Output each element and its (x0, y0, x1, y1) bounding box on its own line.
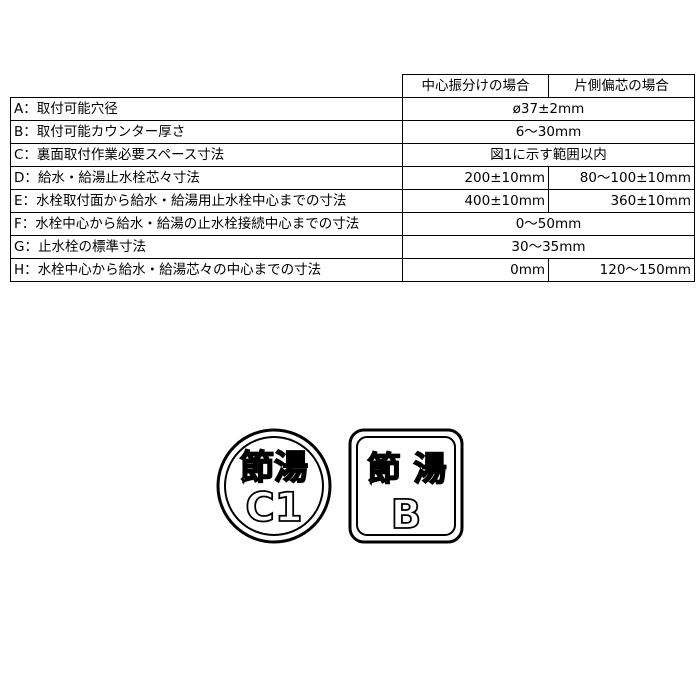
row-value-side: 120～150mm (548, 258, 695, 282)
row-b: B：取付可能カウンター厚さ 6～30mm (10, 120, 695, 144)
badge-c1-grade: C1 (245, 485, 302, 531)
row-value: 図1に示す範囲以内 (402, 143, 695, 167)
badge-c1-kanji: 節湯 (240, 448, 308, 488)
badge-b-kanji-yu: 湯 (414, 449, 447, 488)
row-value-side: 80～100±10mm (548, 166, 695, 190)
row-label: D：給水・給湯止水栓芯々寸法 (10, 166, 403, 190)
header-center: 中心振分けの場合 (402, 74, 549, 98)
badge-b-grade: B (391, 492, 422, 538)
row-label: H：水栓中心から給水・給湯芯々の中心までの寸法 (10, 258, 403, 282)
row-value-side: 360±10mm (548, 189, 695, 213)
row-h: H：水栓中心から給水・給湯芯々の中心までの寸法 0mm 120～150mm (10, 258, 695, 282)
row-label: E：水栓取付面から給水・給湯用止水栓中心までの寸法 (10, 189, 403, 213)
row-value-center: 400±10mm (402, 189, 549, 213)
header-row: 中心振分けの場合 片側偏芯の場合 (11, 74, 695, 98)
row-value-center: 200±10mm (402, 166, 549, 190)
row-c: C：裏面取付作業必要スペース寸法 図1に示す範囲以内 (10, 143, 695, 167)
row-value: 6～30mm (402, 120, 695, 144)
header-side: 片側偏芯の場合 (548, 74, 695, 98)
row-value: ø37±2mm (402, 97, 695, 121)
row-value-center: 0mm (402, 258, 549, 282)
row-label: C：裏面取付作業必要スペース寸法 (10, 143, 403, 167)
badge-c1: 節湯 C1 (216, 428, 332, 544)
spec-table: 中心振分けの場合 片側偏芯の場合 A：取付可能穴径 ø37±2mm B：取付可能… (10, 74, 695, 282)
badge-b: 節 湯 B (348, 428, 464, 544)
badge-b-kanji-setsu: 節 (368, 449, 401, 488)
row-f: F：水栓中心から給水・給湯の止水栓接続中心までの寸法 0～50mm (10, 212, 695, 236)
row-d: D：給水・給湯止水栓芯々寸法 200±10mm 80～100±10mm (10, 166, 695, 190)
row-label: F：水栓中心から給水・給湯の止水栓接続中心までの寸法 (10, 212, 403, 236)
row-label: G：止水栓の標準寸法 (10, 235, 403, 259)
row-e: E：水栓取付面から給水・給湯用止水栓中心までの寸法 400±10mm 360±1… (10, 189, 695, 213)
